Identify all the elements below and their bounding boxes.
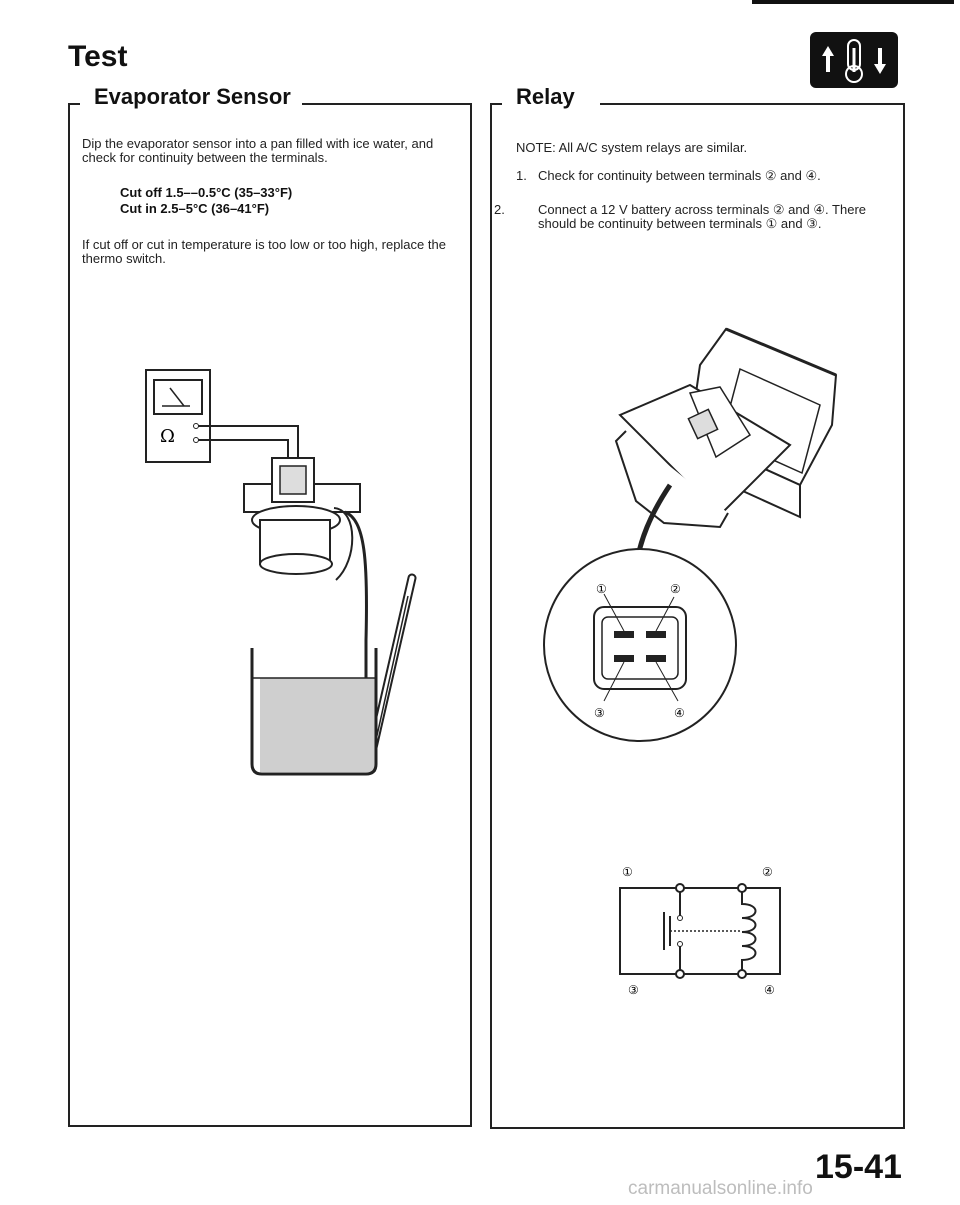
relay-schematic: ① ② ③ ④	[619, 865, 781, 997]
relay-illustration: ① ② ③ ④	[543, 327, 838, 742]
terminal-2-label: ②	[670, 582, 681, 596]
page-title: Test	[68, 40, 128, 73]
terminal-3-label: ③	[594, 706, 605, 720]
evaporator-sensor-panel: Evaporator Sensor Dip the evaporator sen…	[68, 84, 472, 1127]
watermark: carmanualsonline.info	[628, 1178, 813, 1199]
evaporator-sensor-heading: Evaporator Sensor	[84, 84, 301, 110]
terminal-1-label: ①	[596, 582, 607, 596]
evaporator-note: If cut off or cut in temperature is too …	[82, 237, 446, 266]
schematic-terminal-3: ③	[628, 983, 639, 997]
schematic-terminal-4: ④	[764, 983, 775, 997]
ohmmeter: Ω	[145, 369, 211, 463]
thermo-switch	[243, 457, 361, 581]
relay-step-1: 1. Check for continuity between terminals…	[516, 169, 892, 183]
step-number: 1.	[516, 168, 527, 183]
evaporator-sensor-illustration: Ω	[145, 369, 417, 776]
top-rule	[752, 0, 954, 4]
relay-connector-detail: ① ② ③ ④	[543, 548, 737, 742]
relay-note: NOTE: All A/C system relays are similar.	[516, 140, 748, 155]
page-number: 15-41	[815, 1148, 902, 1186]
step-number: 2.	[494, 202, 505, 217]
step-text: Check for continuity between terminals ②…	[538, 168, 821, 183]
relay-step-2: 2. Connect a 12 V battery across terminal…	[494, 202, 892, 231]
relay-body	[614, 327, 838, 529]
ohm-symbol: Ω	[160, 426, 175, 447]
relay-panel: Relay NOTE: All A/C system relays are si…	[490, 84, 905, 1129]
thermometer-arrows-icon	[810, 32, 898, 88]
cut-off-spec: Cut off 1.5––0.5°C (35–33°F)	[120, 185, 293, 200]
schematic-terminal-1: ①	[622, 865, 633, 879]
relay-heading: Relay	[506, 84, 585, 110]
cut-in-spec: Cut in 2.5–5°C (36–41°F)	[120, 201, 270, 216]
evaporator-instruction: Dip the evaporator sensor into a pan fil…	[82, 136, 434, 165]
schematic-terminal-2: ②	[762, 865, 773, 879]
step-text: Connect a 12 V battery across terminals …	[538, 202, 867, 231]
ice-water-pan	[250, 648, 378, 776]
terminal-4-label: ④	[674, 706, 685, 720]
